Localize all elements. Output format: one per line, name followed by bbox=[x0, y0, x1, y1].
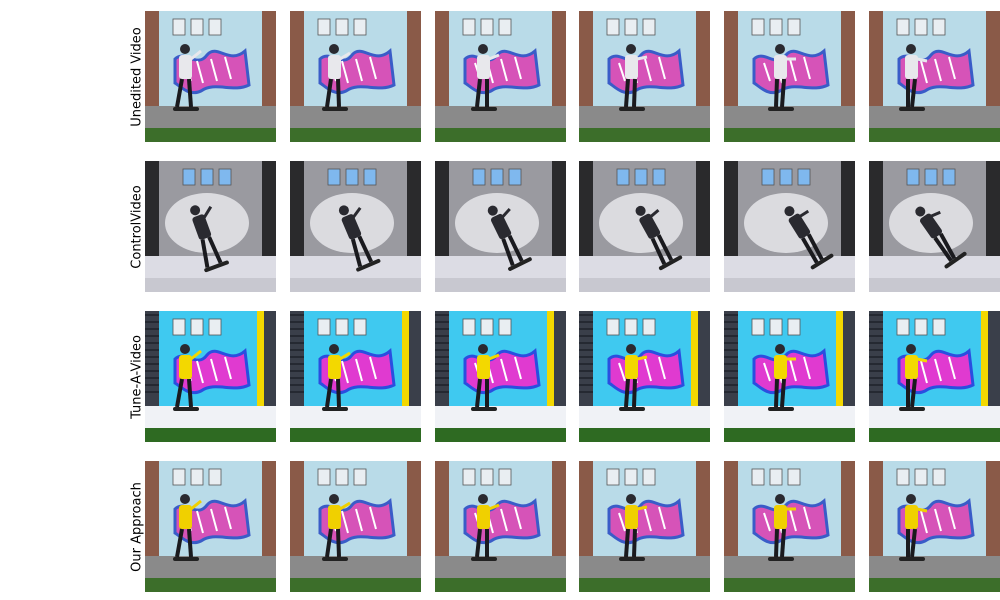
video-frame-ours-1 bbox=[145, 461, 276, 592]
row-label-text: Our Approach bbox=[129, 481, 145, 572]
frame-image bbox=[145, 311, 276, 442]
video-frame-controlvideo-1 bbox=[145, 161, 276, 292]
row-label-text: ControlVideo bbox=[129, 184, 145, 269]
frame-image bbox=[435, 161, 566, 292]
video-frame-original-3 bbox=[435, 11, 566, 142]
video-frame-original-4 bbox=[579, 11, 710, 142]
frame-image bbox=[145, 11, 276, 142]
video-frame-controlvideo-3 bbox=[435, 161, 566, 292]
video-frame-tuneavideo-1 bbox=[145, 311, 276, 442]
video-frame-controlvideo-5 bbox=[724, 161, 855, 292]
frame-image bbox=[869, 311, 1000, 442]
frame-image bbox=[290, 311, 421, 442]
video-frame-ours-2 bbox=[290, 461, 421, 592]
frame-image bbox=[869, 11, 1000, 142]
row-label-text: Tune-A-Video bbox=[129, 334, 145, 419]
video-frame-controlvideo-2 bbox=[290, 161, 421, 292]
frame-image bbox=[724, 461, 855, 592]
frame-image bbox=[290, 461, 421, 592]
video-frame-tuneavideo-6 bbox=[869, 311, 1000, 442]
frame-image bbox=[290, 11, 421, 142]
frame-image bbox=[724, 311, 855, 442]
video-frame-original-2 bbox=[290, 11, 421, 142]
video-frame-original-6 bbox=[869, 11, 1000, 142]
frame-image bbox=[724, 11, 855, 142]
frame-image bbox=[435, 461, 566, 592]
video-frame-ours-3 bbox=[435, 461, 566, 592]
frame-image bbox=[579, 311, 710, 442]
video-frame-ours-4 bbox=[579, 461, 710, 592]
video-frame-original-1 bbox=[145, 11, 276, 142]
frame-image bbox=[145, 161, 276, 292]
frame-image bbox=[579, 161, 710, 292]
frame-image bbox=[724, 161, 855, 292]
video-frame-tuneavideo-2 bbox=[290, 311, 421, 442]
video-frame-tuneavideo-4 bbox=[579, 311, 710, 442]
frame-image bbox=[435, 311, 566, 442]
frame-image bbox=[579, 461, 710, 592]
frame-image bbox=[145, 461, 276, 592]
video-frame-original-5 bbox=[724, 11, 855, 142]
video-frame-ours-5 bbox=[724, 461, 855, 592]
frame-image bbox=[869, 161, 1000, 292]
frame-image bbox=[869, 461, 1000, 592]
video-frame-ours-6 bbox=[869, 461, 1000, 592]
video-frame-controlvideo-6 bbox=[869, 161, 1000, 292]
video-frame-controlvideo-4 bbox=[579, 161, 710, 292]
row-label-text: Unedited Video bbox=[129, 26, 145, 127]
video-frame-tuneavideo-3 bbox=[435, 311, 566, 442]
frame-image bbox=[579, 11, 710, 142]
frame-image bbox=[435, 11, 566, 142]
video-frame-tuneavideo-5 bbox=[724, 311, 855, 442]
frame-image bbox=[290, 161, 421, 292]
